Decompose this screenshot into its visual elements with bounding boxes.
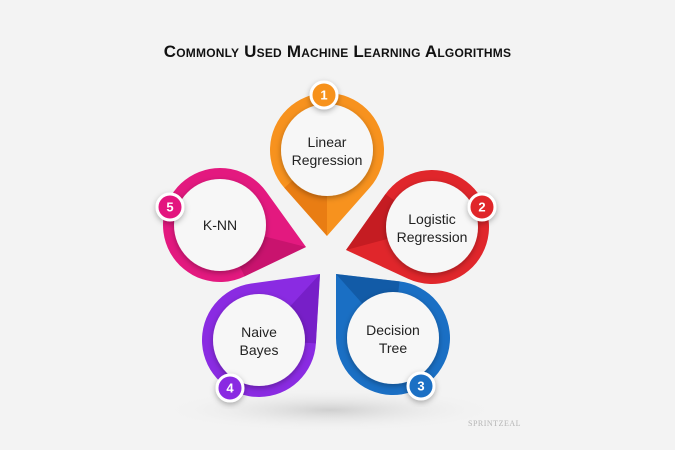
- petal-inner-circle: [174, 179, 266, 271]
- badge-number: 4: [226, 381, 234, 396]
- number-badge: 1: [309, 80, 339, 110]
- number-badge: 4: [215, 373, 245, 403]
- petal-label-line2: Regression: [292, 152, 363, 168]
- number-badge: 3: [406, 371, 436, 401]
- badge-number: 1: [320, 88, 327, 103]
- petal-label-line2: Tree: [379, 340, 407, 356]
- badge-number: 3: [417, 379, 424, 394]
- petal-label-line1: Naive: [241, 324, 277, 340]
- petal-inner-circle: [281, 104, 373, 196]
- petal-label-line2: Regression: [397, 229, 468, 245]
- petal-5: K-NN 5: [155, 167, 306, 282]
- floor-shadow: [160, 388, 500, 432]
- petal-label-line1: K-NN: [203, 217, 237, 233]
- petal-inner-circle: [347, 292, 439, 384]
- petal-label-line1: Decision: [366, 322, 420, 338]
- number-badge: 5: [155, 192, 185, 222]
- diagram-title: Commonly Used Machine Learning Algorithm…: [163, 42, 512, 61]
- petal-label-line2: Bayes: [240, 342, 279, 358]
- number-badge: 2: [467, 192, 497, 222]
- petal-inner-circle: [386, 181, 478, 273]
- badge-number: 2: [478, 200, 485, 215]
- badge-number: 5: [166, 200, 173, 215]
- watermark: SPRINTZEAL: [468, 419, 521, 428]
- petal-label-line1: Logistic: [408, 211, 455, 227]
- petal-inner-circle: [213, 294, 305, 386]
- petal-label-line1: Linear: [308, 134, 347, 150]
